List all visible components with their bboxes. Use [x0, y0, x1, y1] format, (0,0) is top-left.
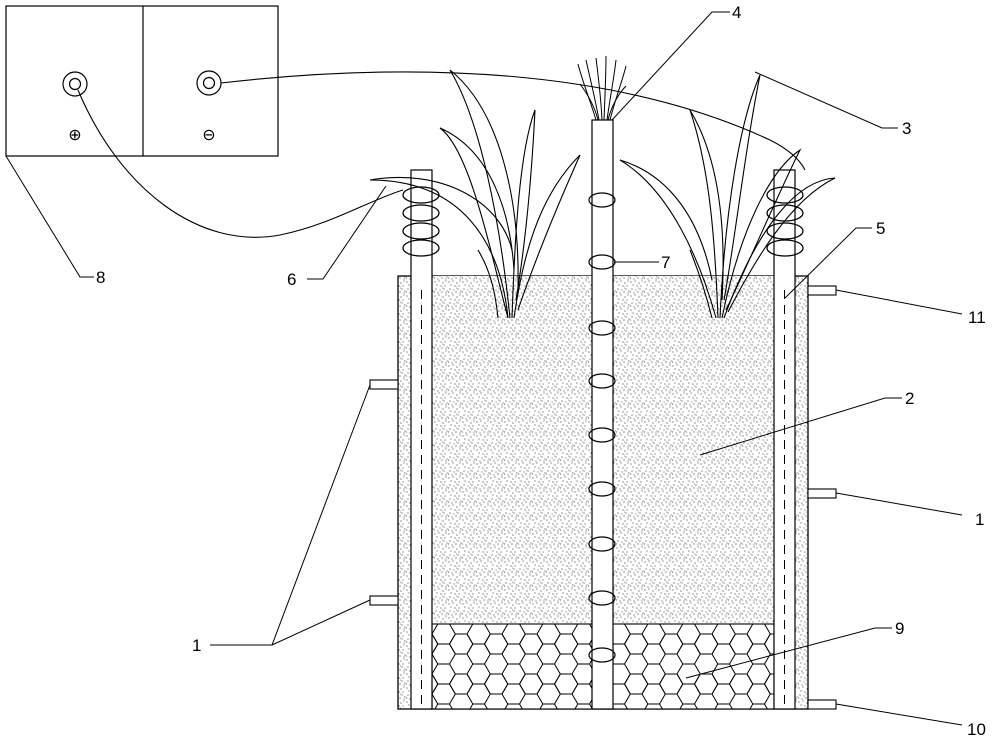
label-10: 10: [967, 720, 986, 739]
leader-lines: [5, 11, 963, 726]
label-6: 6: [287, 270, 296, 289]
outlet-middle: [807, 488, 837, 499]
label-8: 8: [96, 268, 105, 287]
label-1-left: 1: [192, 636, 201, 655]
left-inlet-lower: [369, 595, 399, 606]
label-1-right: 1: [975, 510, 984, 529]
right-electrode: [773, 169, 796, 710]
label-4: 4: [732, 3, 741, 22]
reactor-tank: [397, 55, 809, 710]
label-3: 3: [902, 119, 911, 138]
negative-wire: [220, 71, 806, 171]
wires: [77, 71, 806, 238]
power-supply: ⊕ ⊖: [5, 5, 279, 157]
label-7: 7: [661, 253, 670, 272]
outlet-top: [807, 285, 837, 296]
label-2: 2: [905, 389, 914, 408]
left-inlet-upper: [369, 379, 399, 390]
positive-wire: [77, 89, 404, 238]
ring-electrodes: [588, 192, 616, 663]
negative-symbol: ⊖: [202, 125, 215, 144]
central-pipe: [591, 119, 614, 710]
label-5: 5: [876, 219, 885, 238]
outlet-bottom: [807, 699, 837, 710]
label-11: 11: [968, 308, 986, 327]
positive-symbol: ⊕: [68, 125, 81, 144]
positive-terminal: [62, 71, 88, 97]
labels: 1 2 3 4 5 6 7 8 9 10 11 1: [96, 3, 986, 739]
pipe-strands: [577, 55, 627, 121]
plant-left: [369, 69, 581, 319]
label-9: 9: [895, 619, 904, 638]
left-electrode: [410, 169, 433, 710]
